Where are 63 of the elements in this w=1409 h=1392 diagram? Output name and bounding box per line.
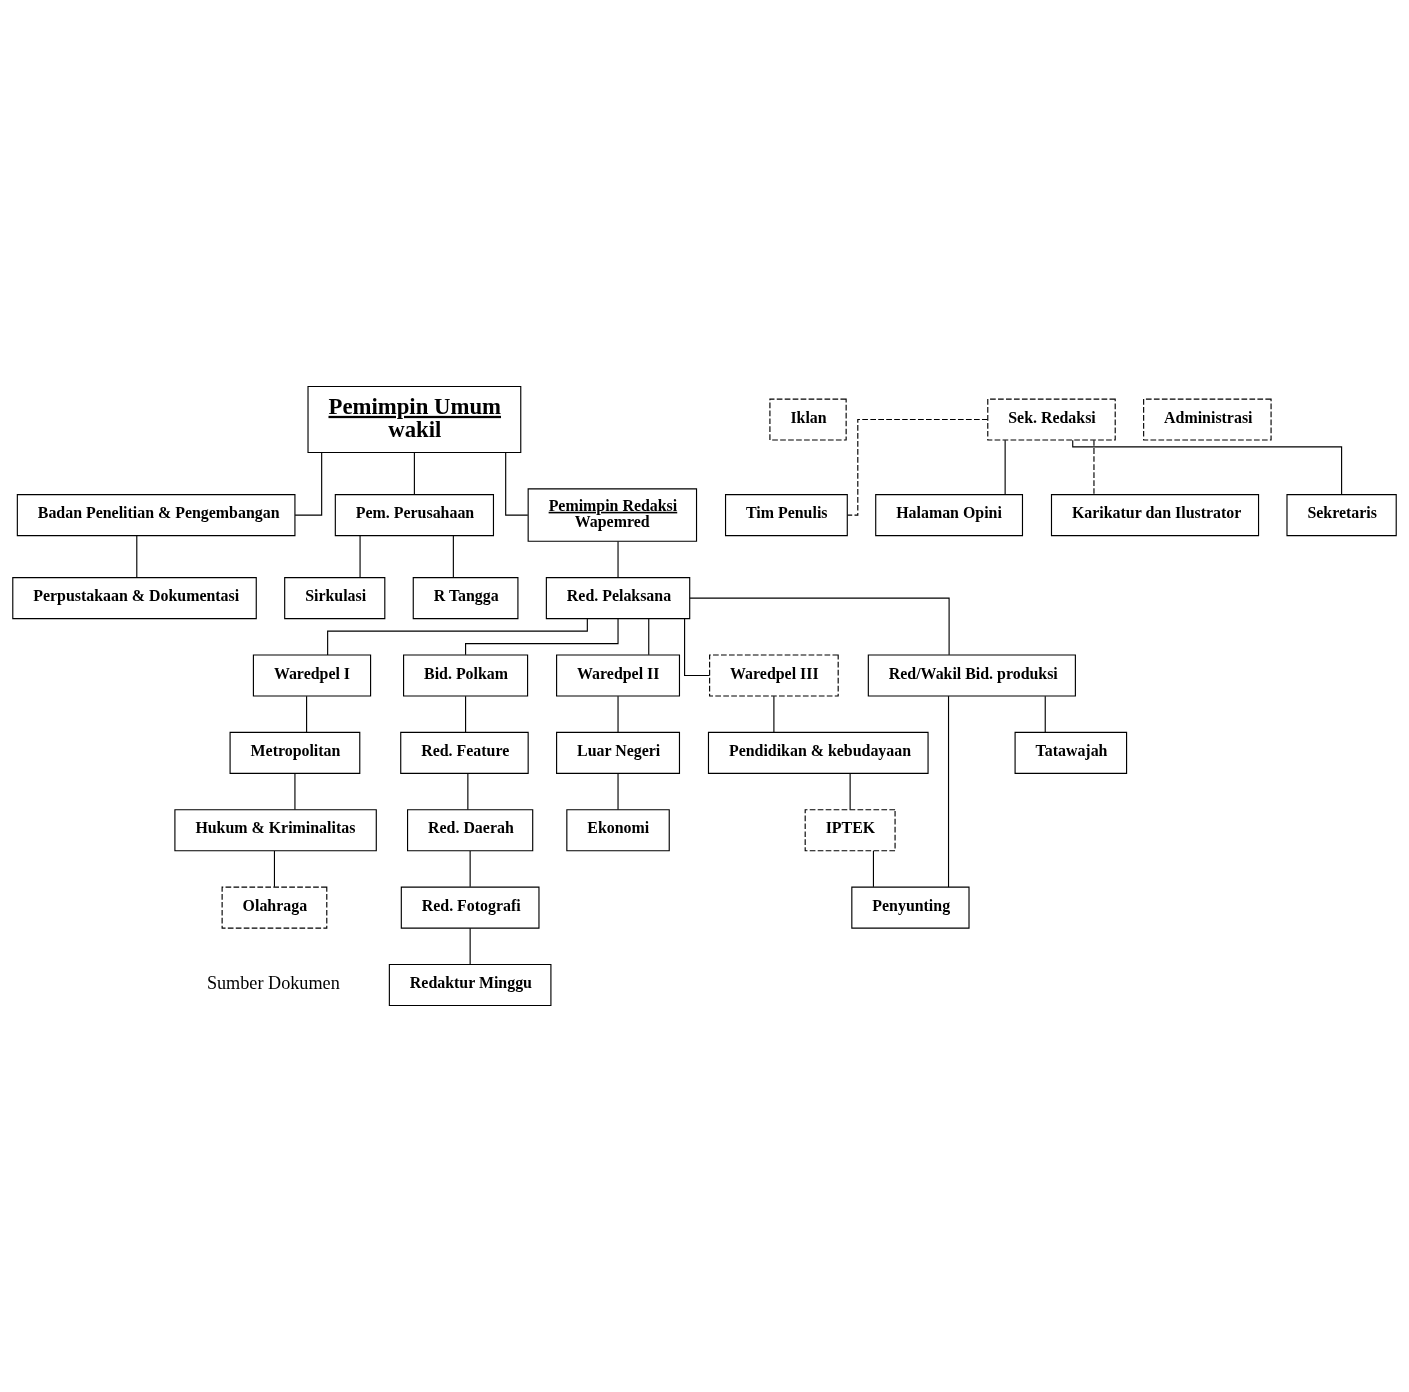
connector (684, 618, 711, 677)
node-box: Halaman Opini (875, 494, 1024, 537)
connector (505, 452, 529, 516)
node-box: Waredpel II (556, 654, 681, 697)
node-box: Waredpel III (709, 654, 839, 697)
node-box: Olahraga (221, 886, 328, 929)
connector (1004, 439, 1006, 495)
node-box: Red. Fotografi (400, 886, 540, 929)
connector (689, 597, 950, 656)
connector (617, 695, 619, 733)
connector (617, 773, 619, 811)
connector (849, 773, 851, 811)
node-box: Red. Pelaksana (545, 577, 691, 620)
connector (327, 618, 588, 656)
connector (617, 540, 619, 578)
node-box: Redaktur Minggu (388, 963, 552, 1007)
node-box: Metropolitan (229, 731, 361, 774)
connector (1093, 439, 1095, 495)
node-box: Pemimpin Umum wakil (307, 386, 522, 454)
connector (465, 618, 619, 656)
label: Sumber Dokumen (206, 973, 340, 994)
node-box: Hukum & Kriminalitas (174, 809, 377, 852)
connector (294, 452, 323, 516)
connector (648, 618, 650, 656)
connector (467, 773, 469, 811)
node-box: Tim Penulis (724, 494, 848, 537)
node-box: Red/Wakil Bid. produksi (867, 654, 1076, 697)
node-box: Sekretaris (1286, 494, 1397, 537)
node-box: Iklan (769, 398, 847, 441)
connector (947, 695, 950, 888)
connector (469, 927, 471, 965)
node-box: Pemimpin Redaksi Wapemred (527, 488, 698, 542)
node-box: Karikatur dan Ilustrator (1050, 494, 1260, 537)
connector (359, 535, 361, 579)
node-box: IPTEK (804, 809, 896, 852)
node-box: Waredpel I (252, 654, 372, 697)
connector (465, 695, 467, 733)
node-box: Tatawajah (1014, 731, 1128, 774)
connector (136, 535, 138, 579)
connector (452, 535, 454, 579)
connector (872, 850, 875, 888)
node-box: Sek. Redaksi (987, 398, 1116, 441)
node-box: Badan Penelitian & Pengembangan (16, 494, 296, 537)
connector (469, 850, 471, 888)
node-box: Penyunting (851, 886, 970, 929)
connector (1072, 439, 1343, 496)
node-box: Pem. Perusahaan (334, 494, 495, 537)
node-box: Pendidikan & kebudayaan (707, 731, 929, 774)
node-box: Ekonomi (566, 809, 670, 852)
node-box: Red. Daerah (407, 809, 534, 852)
connector (306, 695, 308, 733)
node-box: Sirkulasi (284, 577, 386, 620)
connector (773, 695, 775, 733)
node-box: Red. Feature (400, 731, 529, 774)
node-box: R Tangga (412, 577, 519, 620)
node-box: Perpustakaan & Dokumentasi (12, 577, 257, 620)
node-box: Luar Negeri (556, 731, 681, 774)
connector (413, 452, 415, 495)
node-box: Bid. Polkam (403, 654, 529, 697)
connector (294, 773, 296, 811)
connector (273, 850, 276, 888)
node-box: Administrasi (1143, 398, 1272, 441)
connector (1044, 695, 1046, 733)
